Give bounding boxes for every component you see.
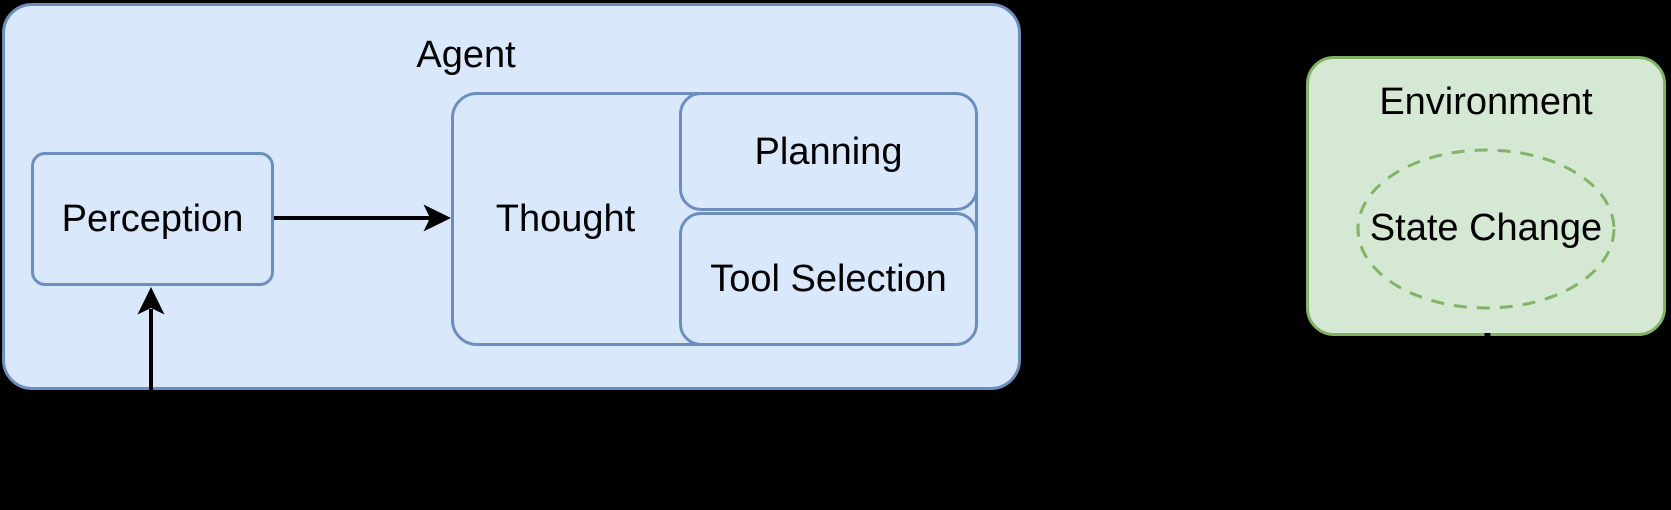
thought-label: Thought <box>495 198 636 240</box>
planning-node <box>679 92 978 211</box>
agent-label: Agent <box>416 34 516 76</box>
state-change-label: State Change <box>1369 207 1603 249</box>
perception-label: Perception <box>61 198 244 240</box>
planning-label: Planning <box>754 130 903 173</box>
tool-selection-label: Tool Selection <box>710 258 947 300</box>
environment-label: Environment <box>1379 81 1593 123</box>
perception-node <box>31 152 274 286</box>
tool-selection-node <box>679 212 978 346</box>
